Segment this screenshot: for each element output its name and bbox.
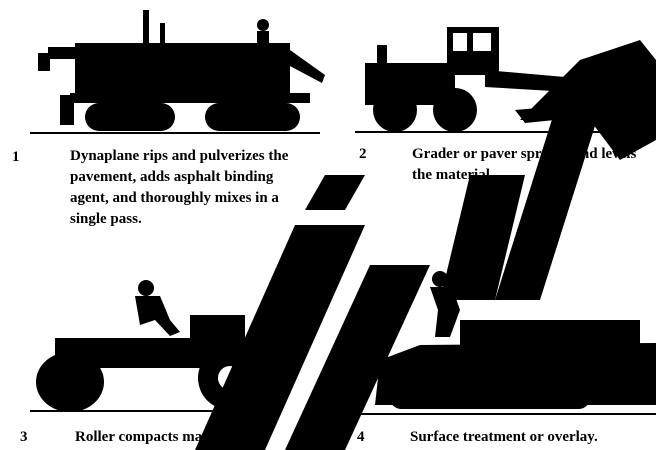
step-number-3: 3 xyxy=(20,429,28,446)
step-caption-1: Dynaplane rips and pulverizes the paveme… xyxy=(70,146,312,230)
step-caption-4: Surface treatment or overlay. xyxy=(410,428,650,446)
step-number-4: 4 xyxy=(357,429,365,446)
road-roller-icon xyxy=(30,270,285,420)
step-caption-3: Roller compacts material. xyxy=(75,428,305,446)
paver-machine-icon xyxy=(360,265,656,420)
step-number-2: 2 xyxy=(359,146,367,163)
panel-roller xyxy=(30,270,285,420)
step-number-1: 1 xyxy=(12,149,20,166)
step-caption-2: Grader or paver spreads and levels the m… xyxy=(412,144,644,186)
panel-paver xyxy=(360,265,656,420)
panel-grader xyxy=(355,15,656,140)
dynaplane-machine-icon xyxy=(30,5,335,140)
motor-grader-icon xyxy=(355,15,656,140)
panel-dynaplane xyxy=(30,5,335,140)
